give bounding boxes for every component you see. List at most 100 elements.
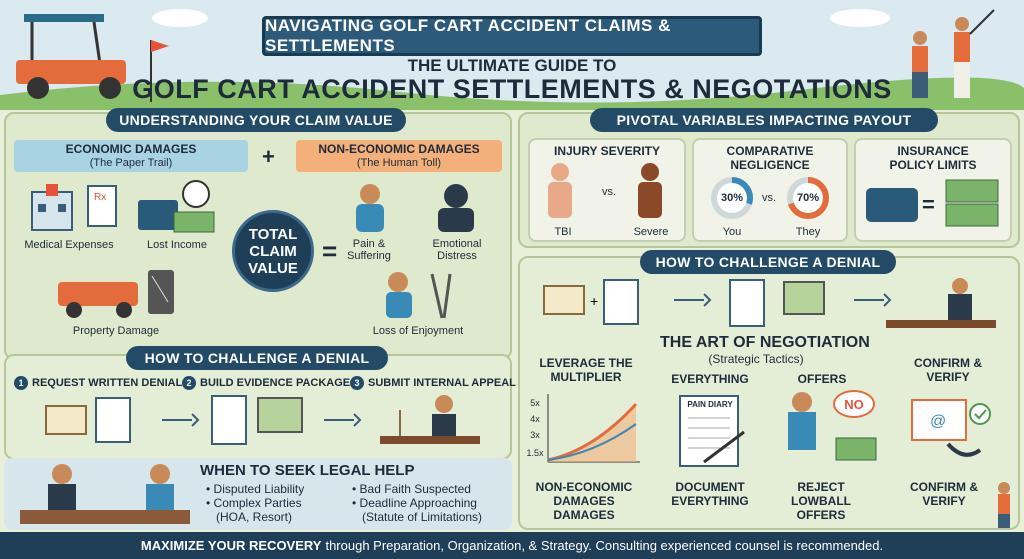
no-bubble-text: NO <box>844 397 864 412</box>
multiplier-tick-4x: 4x <box>530 414 540 424</box>
document-top-label: EVERYTHING <box>671 372 749 386</box>
legal-item-disputed: • Disputed Liability <box>206 482 305 496</box>
golf-cart-icon <box>16 14 126 99</box>
economic-damages-label: ECONOMIC DAMAGES (The Paper Trail) <box>14 140 248 172</box>
negotiation-title: THE ART OF NEGOTIATION <box>660 334 870 351</box>
injury-b-label: Severe <box>633 226 669 238</box>
pain-diary-icon <box>679 395 745 467</box>
consultation-icon <box>20 464 190 524</box>
economic-sub: (The Paper Trail) <box>89 157 173 169</box>
briefcase-clock-icon <box>138 180 215 233</box>
legal-item-statute: (Statute of Limitations) <box>362 510 483 524</box>
multiplier-tick-3x: 3x <box>530 430 540 440</box>
multiplier-chart-icon <box>547 394 640 463</box>
svg-text:+: + <box>590 293 598 309</box>
svg-text:Rx: Rx <box>94 192 106 203</box>
emotional-distress-icon <box>438 184 474 232</box>
footer-strong: MAXIMIZE YOUR RECOVERY <box>140 538 322 553</box>
pain-diary-text: PAIN DIARY <box>687 400 733 409</box>
legal-item-deadline: • Deadline Approaching <box>352 496 477 510</box>
pain-person-icon <box>356 184 384 232</box>
offers-top-label: OFFERS <box>797 372 847 386</box>
evidence-clipboard-icon <box>211 395 303 445</box>
step-2-label: BUILD EVIDENCE PACKAGE <box>200 377 351 389</box>
total-claim-text: TOTAL CLAIM VALUE <box>248 225 298 277</box>
economic-title: ECONOMIC DAMAGES <box>65 142 197 156</box>
negligence-they-label: They <box>795 226 821 238</box>
svg-text:@: @ <box>930 413 946 430</box>
multiplier-label: LEVERAGE THE MULTIPLIER <box>539 356 633 384</box>
pain-suffering-label: Pain & Suffering <box>347 238 391 262</box>
negligence-rings-icon <box>711 177 829 219</box>
negligence-you-pct: 30% <box>720 192 744 204</box>
injury-vs: vs. <box>601 186 617 198</box>
confirm-top-label: CONFIRM & VERIFY <box>914 356 982 384</box>
hospital-icon <box>31 184 73 231</box>
step-1: 1 REQUEST WRITTEN DENIAL <box>14 376 182 390</box>
prescription-icon: Rx <box>87 185 117 227</box>
offers-bottom-label: REJECT LOWBALL OFFERS <box>791 480 851 522</box>
negligence-they-pct: 70% <box>796 192 820 204</box>
medical-expenses-label: Medical Expenses <box>24 239 114 251</box>
non-economic-title: NON-ECONOMIC DAMAGES <box>318 142 480 156</box>
arrow-right-icon <box>162 413 200 427</box>
total-claim-value: TOTAL CLAIM VALUE <box>232 210 314 292</box>
right-denial-flow-icons: + <box>543 278 996 328</box>
loss-of-enjoyment-label: Loss of Enjoyment <box>372 325 464 337</box>
page-subtitle: THE ULTIMATE GUIDE TO <box>407 56 617 75</box>
non-economic-damages-label: NON-ECONOMIC DAMAGES (The Human Toll) <box>296 140 502 172</box>
corner-golfer-icon <box>998 482 1010 528</box>
policy-limits-title: INSURANCE POLICY LIMITS <box>889 144 977 172</box>
legal-item-complex: • Complex Parties <box>206 496 302 510</box>
step-2: 2 BUILD EVIDENCE PACKAGE <box>182 376 350 390</box>
document-bottom-label: DOCUMENT EVERYTHING <box>671 480 749 508</box>
injury-a-label: TBI <box>554 226 572 238</box>
golf-flag-icon <box>150 40 169 102</box>
negligence-title: COMPARATIVE NEGLIGENCE <box>726 144 814 172</box>
claim-value-heading: UNDERSTANDING YOUR CLAIM VALUE <box>106 108 406 132</box>
reject-offer-icon <box>788 390 877 461</box>
legal-help-heading: WHEN TO SEEK LEGAL HELP <box>200 462 415 479</box>
top-banner: NAVIGATING GOLF CART ACCIDENT CLAIMS & S… <box>243 16 781 59</box>
wallet-cash-icon <box>866 179 999 227</box>
lost-income-label: Lost Income <box>147 239 207 251</box>
injured-figures-icon <box>548 163 662 218</box>
step-1-label: REQUEST WRITTEN DENIAL <box>32 377 183 389</box>
legal-left-list: • Disputed Liability • Complex Parties (… <box>206 482 304 524</box>
envelope-letter-icon <box>45 397 131 443</box>
emotional-distress-label: Emotional Distress <box>432 238 482 262</box>
negligence-vs: vs. <box>761 192 777 204</box>
golfers-icon <box>912 9 995 98</box>
legal-item-bad-faith: • Bad Faith Suspected <box>352 482 471 496</box>
appeal-lawyer-icon <box>380 395 480 444</box>
multiplier-bottom-label: NON-ECONOMIC DAMAGES DAMAGES <box>535 480 633 522</box>
negligence-you-label: You <box>722 226 742 238</box>
legal-item-hoa: (HOA, Resort) <box>216 510 293 524</box>
property-damage-label: Property Damage <box>72 325 160 337</box>
sad-golfer-icon <box>386 272 452 319</box>
confirm-bottom-label: CONFIRM & VERIFY <box>910 480 978 508</box>
legal-right-list: • Bad Faith Suspected • Deadline Approac… <box>352 482 482 524</box>
arrow-right-icon-2 <box>324 413 362 427</box>
damaged-cart-icon <box>58 270 174 318</box>
banner-text: NAVIGATING GOLF CART ACCIDENT CLAIMS & S… <box>265 16 671 55</box>
equals-sign: = <box>322 236 338 266</box>
policy-equals: = <box>922 192 935 217</box>
step-3-num: 3 <box>350 376 364 390</box>
right-denial-heading: HOW TO CHALLENGE A DENIAL <box>640 250 896 274</box>
step-3: 3 SUBMIT INTERNAL APPEAL <box>350 376 516 390</box>
footer-banner: MAXIMIZE YOUR RECOVERY through Preparati… <box>0 532 1024 559</box>
page-title: GOLF CART ACCIDENT SETTLEMENTS & NEGOTAT… <box>132 74 892 104</box>
payout-variables-heading: PIVOTAL VARIABLES IMPACTING PAYOUT <box>590 108 938 132</box>
plus-sign: + <box>262 144 275 169</box>
denial-heading: HOW TO CHALLENGE A DENIAL <box>126 346 388 370</box>
non-economic-sub: (The Human Toll) <box>356 157 442 169</box>
negotiation-sub: (Strategic Tactics) <box>708 352 804 366</box>
footer-rest: through Preparation, Organization, & Str… <box>325 538 884 553</box>
step-1-num: 1 <box>14 376 28 390</box>
multiplier-tick-5x: 5x <box>530 398 540 408</box>
step-3-label: SUBMIT INTERNAL APPEAL <box>368 377 516 389</box>
email-verify-icon: @ <box>911 399 991 457</box>
step-2-num: 2 <box>182 376 196 390</box>
injury-severity-title: INJURY SEVERITY <box>553 144 661 158</box>
